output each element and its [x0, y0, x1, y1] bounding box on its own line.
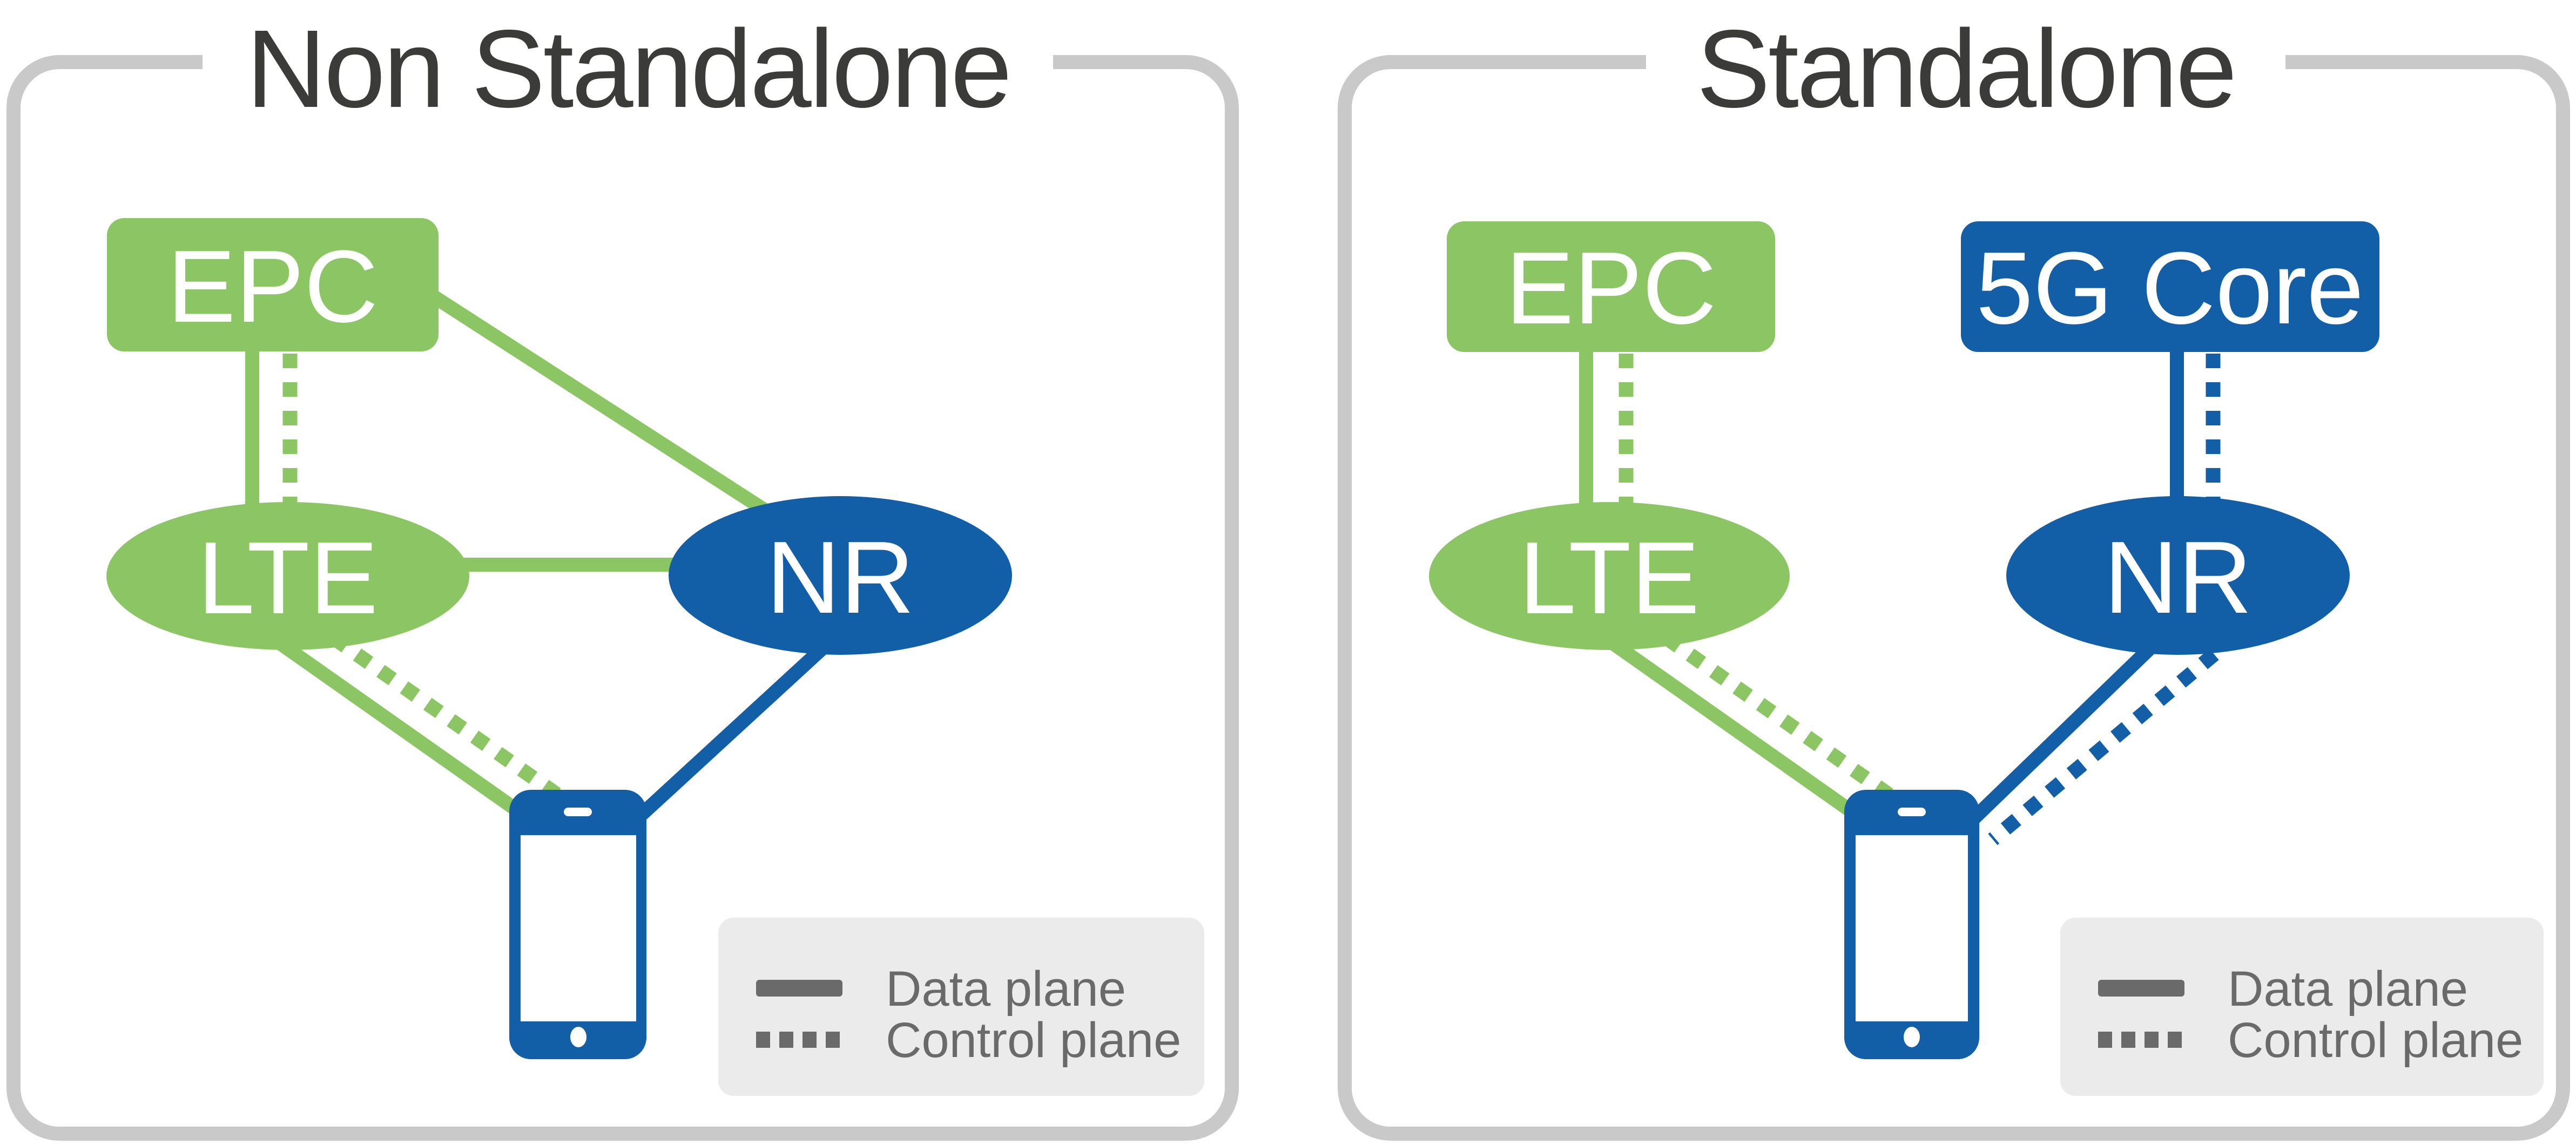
lte-label: LTE	[198, 521, 378, 635]
nr-node	[2006, 496, 2350, 655]
panel-non-standalone: Non Standalone EPC LTE NR Data plane	[6, 7, 1239, 1141]
phone-screen	[1856, 835, 1968, 1021]
edge-nr-device-data	[1952, 629, 2170, 839]
phone-home-button	[570, 1027, 586, 1047]
epc-label: EPC	[167, 229, 379, 344]
lte-node	[1429, 502, 1790, 650]
nr-label: NR	[2104, 520, 2252, 635]
core-label: 5G Core	[1976, 231, 2364, 345]
panel-title-gap	[203, 45, 1053, 79]
epc-node	[1447, 221, 1775, 352]
phone-speaker	[1898, 808, 1926, 816]
data-plane-label: Data plane	[886, 961, 1126, 1017]
control-plane-label: Control plane	[2228, 1013, 2523, 1068]
smartphone-icon	[1844, 790, 1979, 1059]
data-plane-swatch	[2098, 980, 2184, 997]
nr-node	[669, 496, 1012, 655]
nr-label: NR	[766, 520, 914, 635]
edge-lte-device-control	[329, 632, 562, 801]
core-node	[1961, 221, 2379, 352]
phone-speaker	[564, 808, 592, 816]
legend: Data plane Control plane	[718, 918, 1204, 1096]
edge-lte-device-data	[1596, 628, 1883, 836]
epc-label: EPC	[1506, 231, 1717, 345]
edge-lte-device-control	[1662, 632, 1893, 801]
phone-home-button	[1904, 1027, 1920, 1047]
lte-node	[106, 502, 469, 650]
data-plane-label: Data plane	[2228, 961, 2468, 1017]
legend-background	[718, 918, 1204, 1096]
panel-standalone: Standalone EPC 5G Core LTE NR Data	[1338, 7, 2570, 1141]
edge-lte-device-data	[263, 628, 550, 836]
data-plane-swatch	[756, 980, 842, 997]
smartphone-icon	[509, 790, 646, 1059]
panel-title: Non Standalone	[246, 7, 1010, 131]
phone-screen	[521, 835, 636, 1021]
legend-background	[2060, 918, 2544, 1096]
control-plane-label: Control plane	[886, 1013, 1181, 1068]
epc-node	[107, 218, 439, 351]
edge-nr-device-data	[631, 631, 841, 825]
panel-title-gap	[1646, 45, 2285, 79]
lte-label: LTE	[1519, 521, 1700, 635]
edge-nr-device-control	[1988, 648, 2219, 845]
legend: Data plane Control plane	[2060, 918, 2544, 1096]
panel-title: Standalone	[1696, 7, 2235, 131]
